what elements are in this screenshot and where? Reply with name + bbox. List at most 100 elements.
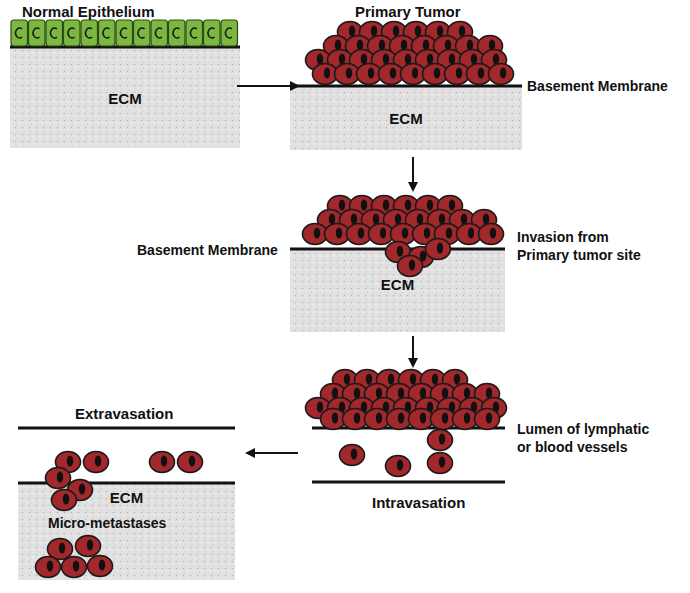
tumor-nucleus bbox=[490, 228, 496, 239]
tumor-cell bbox=[76, 536, 101, 557]
tumor-cell bbox=[52, 490, 77, 511]
tumor-nucleus bbox=[486, 413, 492, 424]
tumor-nucleus bbox=[344, 374, 350, 385]
tumor-nucleus bbox=[339, 200, 345, 211]
ecm-label: ECM bbox=[381, 276, 414, 293]
stage-label: Micro-metastases bbox=[48, 514, 166, 532]
tumor-cell bbox=[428, 453, 453, 474]
ecm-block: ECM bbox=[290, 250, 505, 332]
stage-label: Lumen of lymphatic or blood vessels bbox=[517, 420, 662, 456]
epithelial-cell bbox=[186, 20, 203, 46]
tumor-nucleus bbox=[417, 214, 423, 225]
epithelial-cell bbox=[169, 20, 186, 46]
tumor-nucleus bbox=[99, 560, 105, 571]
epithelial-nucleus bbox=[51, 28, 57, 38]
epithelial-cell bbox=[29, 20, 46, 46]
epithelial-nucleus bbox=[86, 28, 92, 38]
step-arrow bbox=[412, 157, 414, 190]
stage-label: Extravasation bbox=[75, 404, 173, 424]
tumor-nucleus bbox=[409, 260, 415, 271]
tumor-cell bbox=[398, 256, 423, 277]
epithelial-cell bbox=[11, 20, 28, 46]
tumor-cell bbox=[36, 557, 61, 578]
epithelial-nucleus bbox=[226, 28, 232, 38]
tumor-nucleus bbox=[361, 54, 367, 65]
tumor-nucleus bbox=[87, 540, 93, 551]
tumor-nucleus bbox=[432, 374, 438, 385]
tumor-nucleus bbox=[57, 472, 63, 483]
tumor-nucleus bbox=[442, 413, 448, 424]
epithelial-cell bbox=[81, 20, 98, 46]
tumor-nucleus bbox=[376, 413, 382, 424]
tumor-nucleus bbox=[483, 214, 489, 225]
vessel-wall-line bbox=[18, 427, 235, 430]
tumor-nucleus bbox=[351, 214, 357, 225]
tumor-nucleus bbox=[332, 388, 338, 399]
tumor-nucleus bbox=[388, 374, 394, 385]
epithelial-nucleus bbox=[16, 28, 22, 38]
tumor-cell bbox=[340, 445, 365, 466]
tumor-nucleus bbox=[358, 228, 364, 239]
tumor-nucleus bbox=[368, 68, 374, 79]
tumor-nucleus bbox=[427, 54, 433, 65]
ecm-texture bbox=[290, 87, 522, 150]
tumor-nucleus bbox=[464, 413, 470, 424]
epithelial-cell bbox=[151, 20, 168, 46]
tumor-cell bbox=[84, 452, 109, 473]
tumor-nucleus bbox=[454, 374, 460, 385]
tumor-nucleus bbox=[449, 54, 455, 65]
ecm-block: ECM bbox=[18, 484, 235, 580]
tumor-nucleus bbox=[461, 214, 467, 225]
tumor-nucleus bbox=[478, 68, 484, 79]
tumor-nucleus bbox=[405, 200, 411, 211]
tumor-nucleus bbox=[398, 388, 404, 399]
tumor-cell bbox=[150, 452, 175, 473]
tumor-nucleus bbox=[471, 54, 477, 65]
tumor-cell bbox=[178, 452, 203, 473]
epithelial-nucleus bbox=[103, 28, 109, 38]
tumor-cell bbox=[489, 64, 514, 85]
tumor-nucleus bbox=[189, 456, 195, 467]
tumor-nucleus bbox=[415, 26, 421, 37]
stage-label: Basement Membrane bbox=[527, 77, 668, 95]
tumor-nucleus bbox=[79, 484, 85, 495]
tumor-cell bbox=[475, 409, 500, 430]
tumor-nucleus bbox=[59, 543, 65, 554]
epithelial-cell bbox=[46, 20, 63, 46]
tumor-nucleus bbox=[439, 457, 445, 468]
epithelial-nucleus bbox=[191, 28, 197, 38]
tumor-nucleus bbox=[397, 460, 403, 471]
tumor-nucleus bbox=[398, 413, 404, 424]
epithelial-nucleus bbox=[33, 28, 39, 38]
tumor-nucleus bbox=[73, 561, 79, 572]
tumor-nucleus bbox=[464, 388, 470, 399]
tumor-nucleus bbox=[376, 388, 382, 399]
ecm-texture bbox=[10, 48, 240, 148]
tumor-cell bbox=[479, 224, 504, 245]
tumor-nucleus bbox=[468, 228, 474, 239]
tumor-nucleus bbox=[439, 434, 445, 445]
tumor-nucleus bbox=[449, 200, 455, 211]
tumor-nucleus bbox=[339, 54, 345, 65]
ecm-block: ECM bbox=[290, 87, 522, 150]
stage-label: Basement Membrane bbox=[137, 241, 278, 259]
tumor-nucleus bbox=[410, 374, 416, 385]
tumor-nucleus bbox=[366, 374, 372, 385]
tumor-nucleus bbox=[402, 228, 408, 239]
tumor-nucleus bbox=[493, 54, 499, 65]
tumor-nucleus bbox=[383, 200, 389, 211]
epithelial-cell bbox=[221, 20, 238, 46]
tumor-nucleus bbox=[354, 413, 360, 424]
tumor-cell bbox=[88, 556, 113, 577]
tumor-nucleus bbox=[95, 456, 101, 467]
tumor-cell bbox=[428, 430, 453, 451]
epithelial-nucleus bbox=[156, 28, 162, 38]
tumor-nucleus bbox=[161, 456, 167, 467]
epithelial-cell bbox=[116, 20, 133, 46]
ecm-texture bbox=[290, 250, 505, 332]
ecm-block: ECM bbox=[10, 48, 240, 148]
tumor-nucleus bbox=[437, 243, 443, 254]
tumor-nucleus bbox=[420, 388, 426, 399]
tumor-nucleus bbox=[390, 68, 396, 79]
